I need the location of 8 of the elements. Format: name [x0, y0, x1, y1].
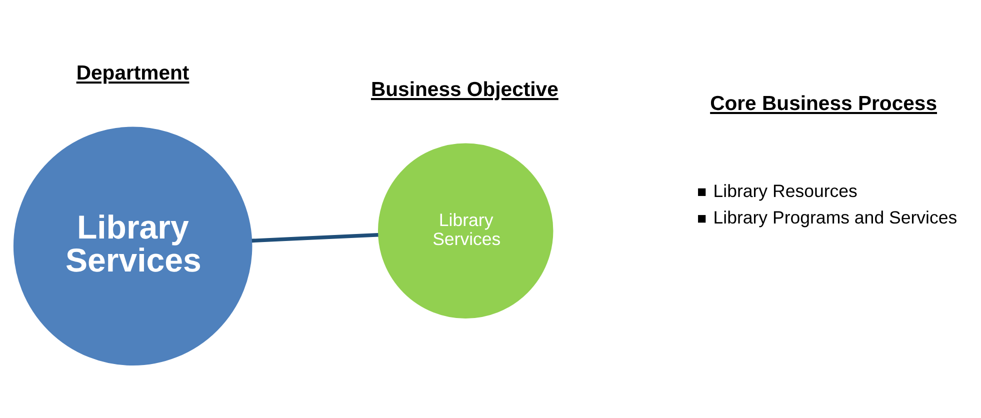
label: Business Objective [370, 79, 558, 102]
connector [251, 232, 378, 243]
label: Library Programs and Services [712, 208, 957, 228]
label: Department [76, 62, 189, 85]
label: Core Business Process [710, 92, 937, 115]
node-circle: Library Services [377, 143, 553, 319]
label: Library Resources [712, 180, 857, 201]
node-circle: Library Services [12, 126, 252, 366]
